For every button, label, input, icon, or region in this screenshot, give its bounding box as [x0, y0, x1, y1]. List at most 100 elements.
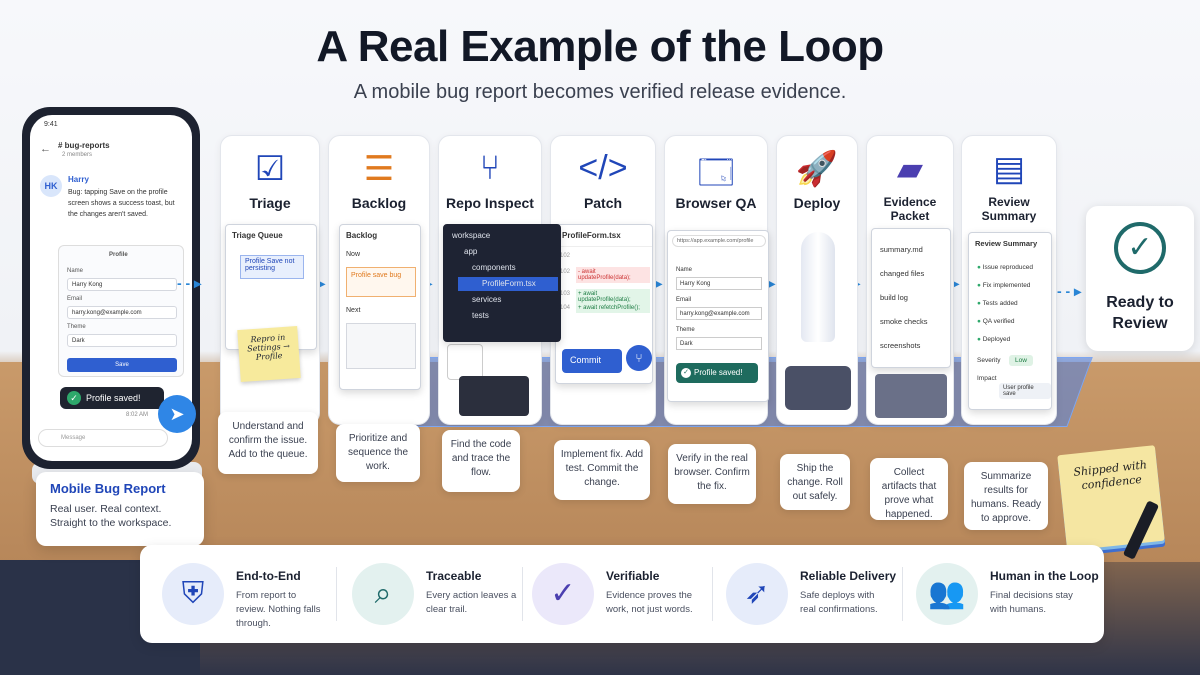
check-icon: ● [977, 336, 983, 343]
name-field[interactable]: Harry Kong [676, 277, 762, 290]
back-arrow-icon[interactable]: ← [40, 143, 51, 155]
check-icon: ✓ [681, 368, 691, 378]
check-circle-icon: ✓ [1114, 222, 1166, 274]
file-tray [875, 374, 947, 418]
feature-desc: Every action leaves a clear trail. [426, 590, 517, 615]
divider [522, 567, 523, 621]
line-number: 102 [560, 269, 571, 275]
phone-caption-desc: Real user. Real context. Straight to the… [50, 503, 172, 529]
name-field[interactable]: Harry Kong [67, 278, 177, 291]
flow-arrow: ▸ [952, 275, 960, 291]
save-button[interactable]: Save [67, 358, 177, 372]
stage-patch: </> Patch ProfileForm.tsx 102 - await up… [550, 135, 656, 425]
stage-label: Patch [583, 195, 623, 211]
theme-select[interactable]: Dark [67, 334, 177, 347]
diff-removed: - await updateProfile(data); [576, 267, 650, 283]
impact-label: Impact [977, 375, 997, 382]
check-icon: ● [977, 300, 983, 307]
stage-desc: Summarize results for humans. Ready to a… [964, 462, 1048, 530]
stage-label: Deploy [793, 195, 841, 211]
stage-desc: Collect artifacts that prove what happen… [870, 458, 948, 520]
browser-check-icon: 🗔 [697, 154, 735, 192]
line-number: 102 [560, 253, 571, 259]
telegram-icon: ➤ [158, 395, 196, 433]
patch-pane: ProfileForm.tsx 102 - await updateProfil… [555, 224, 653, 384]
phone-time: 9:41 [44, 121, 58, 128]
evidence-item[interactable]: summary.md [880, 245, 923, 254]
tree-root: workspace [452, 231, 491, 240]
check-icon: ● [977, 282, 983, 289]
stage-label: Backlog [351, 195, 407, 211]
evidence-item[interactable]: changed files [880, 269, 925, 278]
stage-desc: Ship the change. Roll out safely. [780, 454, 850, 510]
ready-card: ✓ Ready to Review [1086, 206, 1194, 351]
mug [447, 344, 483, 380]
theme-select[interactable]: Dark [676, 337, 762, 350]
triage-item[interactable]: Profile Save not persisting [240, 255, 304, 279]
feature-title: End-to-End [236, 569, 301, 583]
check-icon: ✓ [67, 391, 81, 405]
evidence-item[interactable]: build log [880, 293, 908, 302]
divider [712, 567, 713, 621]
page-subtitle: A mobile bug report becomes verified rel… [353, 81, 847, 103]
list-icon: ☰ [363, 150, 395, 188]
toast: ✓ Profile saved! [676, 363, 758, 383]
stage-deploy: 🚀 Deploy [776, 135, 858, 425]
ready-label: Ready to Review [1106, 294, 1174, 332]
stage-triage: ☑ Triage Triage Queue Profile Save not p… [220, 135, 320, 425]
evidence-item[interactable]: screenshots [880, 341, 921, 350]
sticky-note: Repro in Settings → Profile [237, 325, 301, 383]
email-field[interactable]: harry.kong@example.com [67, 306, 177, 319]
feature-title: Verifiable [606, 569, 660, 583]
stage-review-summary: ▤ Review Summary Review Summary ● Issue … [961, 135, 1057, 425]
evidence-item[interactable]: smoke checks [880, 317, 928, 326]
stage-label: Browser QA [675, 195, 757, 211]
feature-desc: Final decisions stay with humans. [990, 590, 1073, 615]
rocket-icon: 🚀 [795, 150, 839, 188]
pane-title: Review Summary [975, 239, 1038, 248]
diff-added: + await refetchProfile(); [576, 303, 650, 313]
check-icon: ● [977, 264, 983, 271]
feature-desc: From report to review. Nothing falls thr… [236, 590, 321, 629]
document-icon: ▤ [992, 150, 1026, 188]
flow-arrow: ▸ [655, 275, 663, 291]
url-bar[interactable]: https://app.example.com/profile [672, 235, 766, 247]
features-bar: ⛨ End-to-End From report to review. Noth… [140, 545, 1104, 643]
tree-item[interactable]: app [464, 247, 478, 256]
backlog-item[interactable]: Profile save bug [346, 267, 416, 297]
check-item: ● Deployed [977, 336, 1011, 343]
stage-label: Triage [249, 195, 291, 211]
stage-evidence-packet: ▰ Evidence Packet summary.md changed fil… [866, 135, 954, 425]
check-item: ● Fix implemented [977, 282, 1031, 289]
feature-title: Reliable Delivery [800, 569, 897, 583]
feature-desc: Safe deploys with real confirmations. [800, 590, 878, 615]
browser-pane: https://app.example.com/profile Name Har… [667, 230, 769, 402]
folder-icon: ▰ [896, 150, 924, 188]
rocket-icon: ➶ [726, 563, 788, 625]
checklist-icon: ☑ [254, 150, 286, 188]
channel-name: # bug-reports [58, 141, 110, 150]
email-field[interactable]: harry.kong@example.com [676, 307, 762, 320]
merge-icon[interactable]: ⑂ [626, 345, 652, 371]
divider [336, 567, 337, 621]
flow-arrow: - - ▸ [177, 275, 202, 291]
toast-text: Profile saved! [86, 393, 141, 403]
tree-item[interactable]: tests [472, 311, 489, 320]
tree-item[interactable]: services [472, 295, 502, 304]
flow-arrow: - - ▸ [1057, 283, 1082, 299]
sender-name: Harry [68, 175, 89, 184]
theme-label: Theme [67, 324, 86, 330]
stage-desc: Prioritize and sequence the work. [336, 424, 420, 482]
severity-badge: Low [1009, 355, 1033, 366]
commit-button[interactable]: Commit [562, 349, 622, 373]
tree-item-selected[interactable]: ProfileForm.tsx [458, 277, 558, 291]
phone-caption: Mobile Bug Report Real user. Real contex… [36, 472, 204, 546]
feature-desc: Evidence proves the work, not just words… [606, 590, 693, 615]
message-timestamp: 8:02 AM [126, 412, 149, 418]
code-icon: </> [578, 149, 628, 187]
stage-desc: Find the code and trace the flow. [442, 430, 520, 492]
tree-item[interactable]: components [472, 263, 516, 272]
review-pane: Review Summary ● Issue reproduced ● Fix … [968, 232, 1052, 410]
bug-message: Bug: tapping Save on the profile screen … [68, 189, 175, 218]
message-input[interactable]: Message [38, 429, 168, 447]
